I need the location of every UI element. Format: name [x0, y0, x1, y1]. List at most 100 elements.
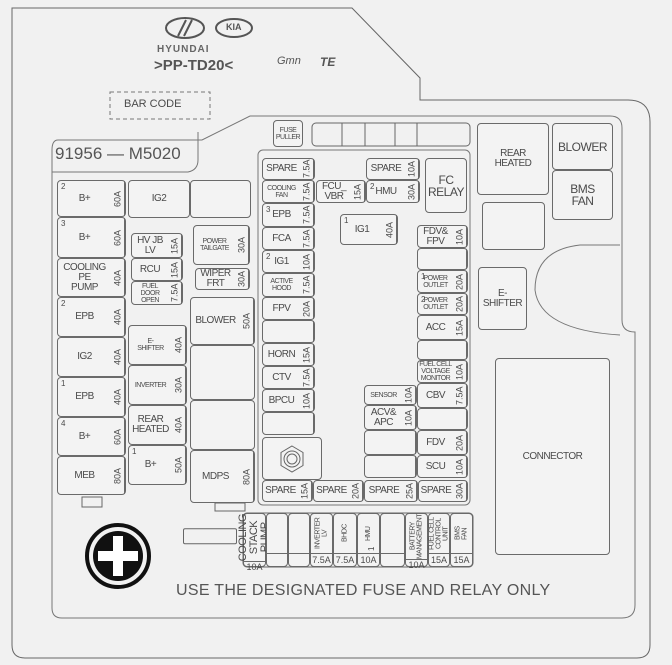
fuse-label: HV JB LV: [137, 234, 163, 256]
fuse-amperage: [453, 249, 467, 269]
fuse-label: CBV: [425, 389, 446, 401]
fuse-label: [191, 346, 254, 399]
hyundai-logo-icon: [165, 17, 205, 39]
fuse-label: FC RELAY: [428, 172, 464, 199]
fuse-label: ACC: [425, 321, 446, 333]
fuse-amperage: 10A: [244, 561, 265, 572]
fuse-label: CONNECTOR: [522, 450, 583, 462]
fuse-label: FUEL CELL VOLTAGE MONITOR: [419, 361, 452, 382]
fuse-amperage: 10A: [300, 251, 314, 272]
fuse-empty: [364, 455, 417, 478]
maker-logo-gmn: Gmn: [277, 55, 301, 67]
fuse-label: B+3: [61, 219, 91, 243]
fuse-label: FDV& FPV: [423, 225, 448, 247]
fuse-amperage: 60A: [111, 418, 125, 455]
fuse-amperage: 10A: [405, 159, 419, 179]
fuse-label: [483, 203, 544, 249]
fuse-label: FUEL DOOR OPEN: [140, 282, 161, 304]
fuse-label: SPARE: [316, 485, 347, 496]
fuse-amperage: 7.5A: [300, 181, 314, 202]
fuse-amperage: 40A: [383, 215, 397, 244]
connector-latch: [183, 528, 237, 544]
fuse-index: 2: [61, 299, 65, 308]
fuse-label: FUSE PULLER: [275, 126, 301, 141]
fuse-amperage: 10A: [358, 553, 379, 566]
fuse-index: 1: [61, 379, 65, 388]
fuse-label: [191, 181, 250, 217]
fuse-label: COOLING FAN: [267, 184, 296, 199]
fuse-label: FCA: [272, 232, 291, 244]
fuse-empty: [417, 340, 468, 360]
fuse-label: FUEL CELL CONTROL UNIT: [428, 517, 450, 550]
fuse-label: B+1: [132, 447, 157, 470]
fuse-label: POWER TAILGATE: [200, 238, 229, 252]
fuse-amperage: 15A: [429, 553, 449, 565]
fuse-amperage: 7.5A: [300, 159, 314, 179]
fuse-amperage: 15A: [168, 234, 182, 257]
fuse-amperage: 80A: [240, 451, 254, 502]
fuse-amperage: [300, 321, 314, 342]
fuse-label: [418, 249, 453, 269]
fuse-label: FCU_ VBR: [321, 180, 347, 202]
footer-warning: USE THE DESIGNATED FUSE AND RELAY ONLY: [176, 582, 551, 599]
fuse-label: SPARE: [266, 163, 297, 174]
fuse-index: 3: [61, 219, 65, 228]
fuse-amperage: 60A: [111, 181, 125, 216]
fuse-label: [263, 413, 300, 434]
hyundai-wordmark: HYUNDAI: [157, 44, 210, 55]
fuse-index: 1: [344, 216, 348, 225]
fuse-amperage: [267, 553, 287, 566]
fuse-amperage: 30A: [172, 366, 186, 404]
fuse-amperage: 20A: [300, 298, 314, 319]
fuse-amperage: 7.5A: [300, 367, 314, 388]
fuse-label: B+4: [61, 419, 91, 442]
fuse-label: INVERTER LV: [314, 517, 329, 550]
fuse-index: 4: [61, 419, 65, 428]
fuse-amperage: 25A: [403, 481, 417, 501]
fuse-amperage: 40A: [111, 259, 125, 296]
fuse-amperage: 20A: [453, 271, 467, 292]
relay-ig2: IG2: [128, 180, 190, 218]
fuse-label: BMS FAN: [454, 526, 469, 541]
terminal-nut-icon: [262, 437, 322, 480]
fuse-label: FDV: [426, 436, 445, 448]
fuse-amperage: [453, 341, 467, 359]
kia-logo-text: KIA: [226, 22, 242, 32]
fuse-amperage: 20A: [453, 294, 467, 314]
fuse-label: SPARE: [420, 485, 452, 496]
relay-connector: CONNECTOR: [495, 358, 610, 555]
fuse-label: [191, 401, 254, 449]
fuse-label: INVERTER: [134, 381, 167, 389]
fuse-amperage: 10A: [453, 226, 467, 247]
fuse-b: B+4 60A: [57, 417, 126, 456]
fuse-label: E- SHIFTER: [482, 287, 523, 309]
fuse-amperage: 20A: [349, 481, 363, 501]
fuse-amperage: 30A: [235, 269, 249, 289]
fuse-amperage: 10A: [402, 386, 416, 404]
model-code: >PP-TD20<: [154, 57, 234, 74]
fuse-label: FPV: [272, 302, 291, 314]
fuse-label: BHDC: [341, 524, 349, 543]
